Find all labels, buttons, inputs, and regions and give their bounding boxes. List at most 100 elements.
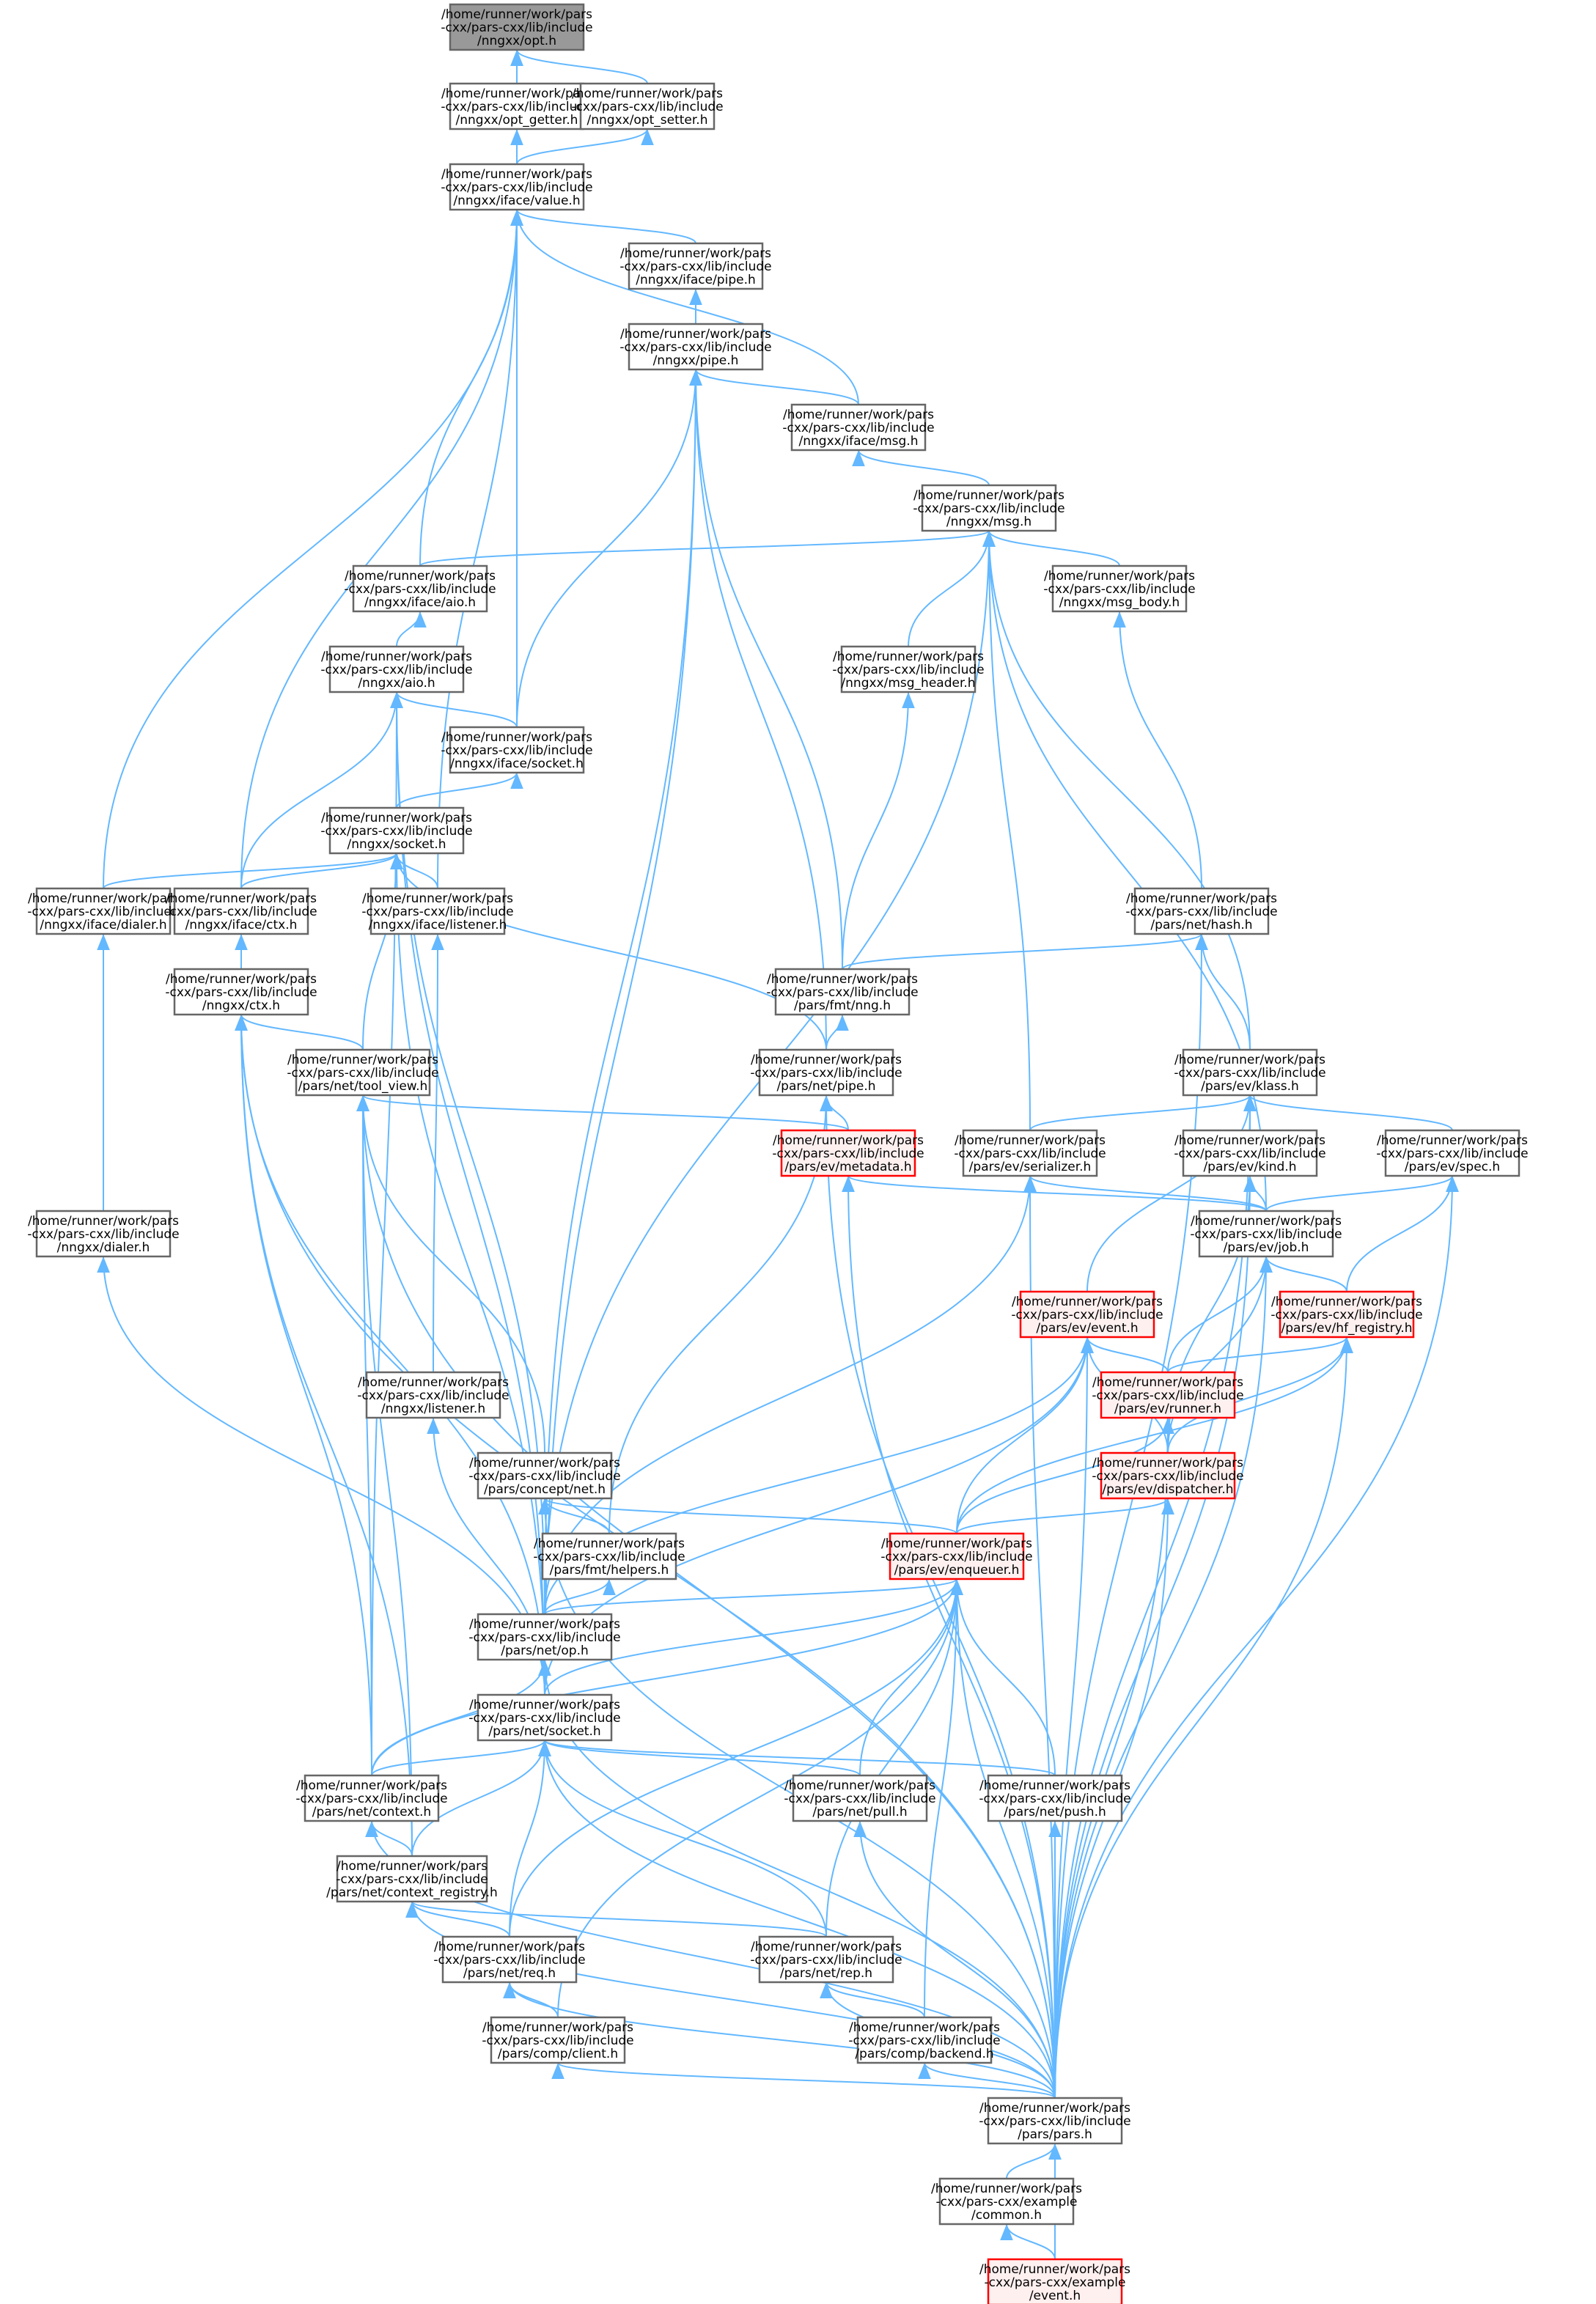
- node-label-line: /home/runner/work/pars: [1174, 1053, 1325, 1067]
- node-net-hash[interactable]: /home/runner/work/pars-cxx/pars-cxx/lib/…: [1125, 887, 1278, 935]
- edge-pars-to-serializer: [1023, 1175, 1056, 2099]
- edge-net_context-to-enqueuer: [371, 1578, 963, 1776]
- edge-pars-to-enqueuer: [950, 1578, 1056, 2099]
- edge-net_socket-to-dialer: [97, 1256, 545, 1696]
- node-net-op[interactable]: /home/runner/work/pars-cxx/pars-cxx/lib/…: [468, 1613, 621, 1661]
- node-iface-value[interactable]: /home/runner/work/pars-cxx/pars-cxx/lib/…: [441, 163, 593, 211]
- node-msg[interactable]: /home/runner/work/pars-cxx/pars-cxx/lib/…: [913, 484, 1065, 532]
- node-box: [856, 2016, 993, 2064]
- node-comp-client[interactable]: /home/runner/work/pars-cxx/pars-cxx/lib/…: [482, 2016, 634, 2064]
- node-label-line: -cxx/pars-cxx/lib/include: [1092, 1388, 1243, 1403]
- node-spec[interactable]: /home/runner/work/pars-cxx/pars-cxx/lib/…: [1376, 1129, 1529, 1177]
- node-iface-dialer[interactable]: /home/runner/work/pars-cxx/pars-cxx/lib/…: [27, 887, 180, 935]
- edge-net_socket-to-enqueuer: [544, 1578, 963, 1696]
- node-label-line: -cxx/pars-cxx/lib/include: [441, 180, 592, 195]
- node-klass[interactable]: /home/runner/work/pars-cxx/pars-cxx/lib/…: [1174, 1048, 1326, 1097]
- node-hf-registry[interactable]: /home/runner/work/pars-cxx/pars-cxx/lib/…: [1270, 1290, 1423, 1339]
- node-msg-header[interactable]: /home/runner/work/pars-cxx/pars-cxx/lib/…: [832, 645, 985, 693]
- node-job[interactable]: /home/runner/work/pars-cxx/pars-cxx/lib/…: [1190, 1210, 1342, 1258]
- node-tool-view[interactable]: /home/runner/work/pars-cxx/pars-cxx/lib/…: [287, 1048, 439, 1097]
- node-label-line: /home/runner/work/pars: [321, 649, 472, 664]
- node-dispatcher[interactable]: /home/runner/work/pars-cxx/pars-cxx/lib/…: [1092, 1451, 1244, 1500]
- node-event[interactable]: /home/runner/work/pars-cxx/pars-cxx/lib/…: [1011, 1290, 1163, 1339]
- node-comp-backend[interactable]: /home/runner/work/pars-cxx/pars-cxx/lib/…: [848, 2016, 1001, 2064]
- node-label-line: /home/runner/work/pars: [362, 891, 513, 906]
- node-net-rep[interactable]: /home/runner/work/pars-cxx/pars-cxx/lib/…: [750, 1935, 902, 1984]
- node-label-line: /nngxx/iface/msg.h: [799, 434, 919, 449]
- node-iface-ctx[interactable]: /home/runner/work/pars-cxx/pars-cxx/lib/…: [165, 887, 317, 935]
- node-box: [792, 1774, 928, 1822]
- node-box: [1182, 1129, 1318, 1177]
- node-box: [1384, 1129, 1520, 1177]
- node-label-line: /home/runner/work/pars: [321, 811, 472, 825]
- node-ctx[interactable]: /home/runner/work/pars-cxx/pars-cxx/lib/…: [165, 968, 317, 1016]
- node-metadata[interactable]: /home/runner/work/pars-cxx/pars-cxx/lib/…: [772, 1129, 924, 1177]
- node-label-line: /home/runner/work/pars: [955, 1133, 1106, 1148]
- node-ex-event[interactable]: /home/runner/work/pars-cxx/pars-cxx/exam…: [979, 2258, 1130, 2304]
- node-enqueuer[interactable]: /home/runner/work/pars-cxx/pars-cxx/lib/…: [880, 1532, 1033, 1580]
- node-net-socket[interactable]: /home/runner/work/pars-cxx/pars-cxx/lib/…: [468, 1693, 621, 1742]
- node-listener[interactable]: /home/runner/work/pars-cxx/pars-cxx/lib/…: [357, 1371, 510, 1419]
- edge-net_pull-to-enqueuer: [859, 1578, 963, 1776]
- node-runner[interactable]: /home/runner/work/pars-cxx/pars-cxx/lib/…: [1092, 1371, 1244, 1419]
- edge-net_req-to-enqueuer: [509, 1578, 963, 1937]
- node-net-pipe[interactable]: /home/runner/work/pars-cxx/pars-cxx/lib/…: [750, 1048, 902, 1097]
- node-fmt-helpers[interactable]: /home/runner/work/pars-cxx/pars-cxx/lib/…: [533, 1532, 685, 1580]
- node-net-req[interactable]: /home/runner/work/pars-cxx/pars-cxx/lib/…: [433, 1935, 586, 1984]
- node-box: [336, 1855, 488, 1903]
- node-iface-aio[interactable]: /home/runner/work/pars-cxx/pars-cxx/lib/…: [344, 564, 496, 613]
- edge-serializer-to-msg: [982, 530, 1031, 1131]
- edge-pars-to-context_registry: [405, 1901, 1056, 2099]
- node-label-line: -cxx/pars-cxx/lib/include: [979, 1792, 1130, 1806]
- node-label-line: /pars/ev/hf_registry.h: [1281, 1321, 1413, 1336]
- node-fmt-nng[interactable]: /home/runner/work/pars-cxx/pars-cxx/lib/…: [766, 968, 919, 1016]
- edge-enqueuer-to-hf_registry: [956, 1336, 1353, 1534]
- edge-msg-to-iface_msg: [852, 449, 990, 486]
- node-label-line: -cxx/pars-cxx/example: [936, 2195, 1078, 2209]
- node-socket[interactable]: /home/runner/work/pars-cxx/pars-cxx/lib/…: [320, 806, 473, 855]
- node-label-line: -cxx/pars-cxx/lib/include: [1125, 905, 1277, 919]
- edge-iface_msg-to-iface_value: [510, 209, 859, 405]
- node-context-registry[interactable]: /home/runner/work/pars-cxx/pars-cxx/lib/…: [326, 1855, 498, 1903]
- node-net-pull[interactable]: /home/runner/work/pars-cxx/pars-cxx/lib/…: [784, 1774, 936, 1822]
- node-label-line: /home/runner/work/pars: [482, 2020, 633, 2035]
- node-net-context[interactable]: /home/runner/work/pars-cxx/pars-cxx/lib/…: [295, 1774, 448, 1822]
- node-label-line: /home/runner/work/pars: [1126, 891, 1277, 906]
- node-kind[interactable]: /home/runner/work/pars-cxx/pars-cxx/lib/…: [1174, 1129, 1326, 1177]
- edge-enqueuer-to-runner: [956, 1417, 1174, 1534]
- node-opt[interactable]: /home/runner/work/pars-cxx/pars-cxx/lib/…: [441, 3, 593, 51]
- node-opt-setter[interactable]: /home/runner/work/pars-cxx/pars-cxx/lib/…: [571, 82, 724, 130]
- node-box: [449, 82, 585, 130]
- node-net-push[interactable]: /home/runner/work/pars-cxx/pars-cxx/lib/…: [979, 1774, 1131, 1822]
- node-iface-socket[interactable]: /home/runner/work/pars-cxx/pars-cxx/lib/…: [441, 726, 593, 774]
- node-box: [780, 1129, 916, 1177]
- node-ex-common[interactable]: /home/runner/work/pars-cxx/pars-cxx/exam…: [931, 2177, 1082, 2226]
- node-box: [490, 2016, 626, 2064]
- node-dialer[interactable]: /home/runner/work/pars-cxx/pars-cxx/lib/…: [27, 1210, 180, 1258]
- node-concept-net[interactable]: /home/runner/work/pars-cxx/pars-cxx/lib/…: [468, 1451, 621, 1500]
- node-box: [790, 403, 927, 452]
- node-label-line: -cxx/pars-cxx/lib/include: [165, 905, 317, 919]
- node-iface-pipe[interactable]: /home/runner/work/pars-cxx/pars-cxx/lib/…: [619, 242, 772, 290]
- node-label-line: /pars/ev/klass.h: [1201, 1079, 1299, 1094]
- node-box: [1019, 1290, 1155, 1339]
- node-pipe[interactable]: /home/runner/work/pars-cxx/pars-cxx/lib/…: [619, 323, 772, 371]
- node-label-line: /pars/net/push.h: [1004, 1805, 1106, 1819]
- edge-net_op-to-fmt_helpers: [544, 1578, 616, 1615]
- node-label-line: -cxx/pars-cxx/lib/include: [165, 985, 317, 1000]
- edge-context_registry-to-net_context: [365, 1820, 413, 1857]
- node-aio[interactable]: /home/runner/work/pars-cxx/pars-cxx/lib/…: [320, 645, 473, 693]
- edges-layer: [97, 49, 1459, 2260]
- node-iface-listener[interactable]: /home/runner/work/pars-cxx/pars-cxx/lib/…: [361, 887, 514, 935]
- node-opt-getter[interactable]: /home/runner/work/pars-cxx/pars-cxx/lib/…: [441, 82, 593, 130]
- node-pars[interactable]: /home/runner/work/pars-cxx/pars-cxx/lib/…: [979, 2097, 1131, 2145]
- node-label-line: /home/runner/work/pars: [979, 2262, 1130, 2277]
- node-label-line: /pars/ev/serializer.h: [969, 1160, 1092, 1174]
- node-serializer[interactable]: /home/runner/work/pars-cxx/pars-cxx/lib/…: [954, 1129, 1106, 1177]
- node-box: [477, 1693, 613, 1742]
- node-msg-body[interactable]: /home/runner/work/pars-cxx/pars-cxx/lib/…: [1043, 564, 1196, 613]
- node-label-line: /nngxx/iface/value.h: [453, 194, 580, 208]
- node-iface-msg[interactable]: /home/runner/work/pars-cxx/pars-cxx/lib/…: [782, 403, 935, 452]
- node-box: [365, 1371, 501, 1419]
